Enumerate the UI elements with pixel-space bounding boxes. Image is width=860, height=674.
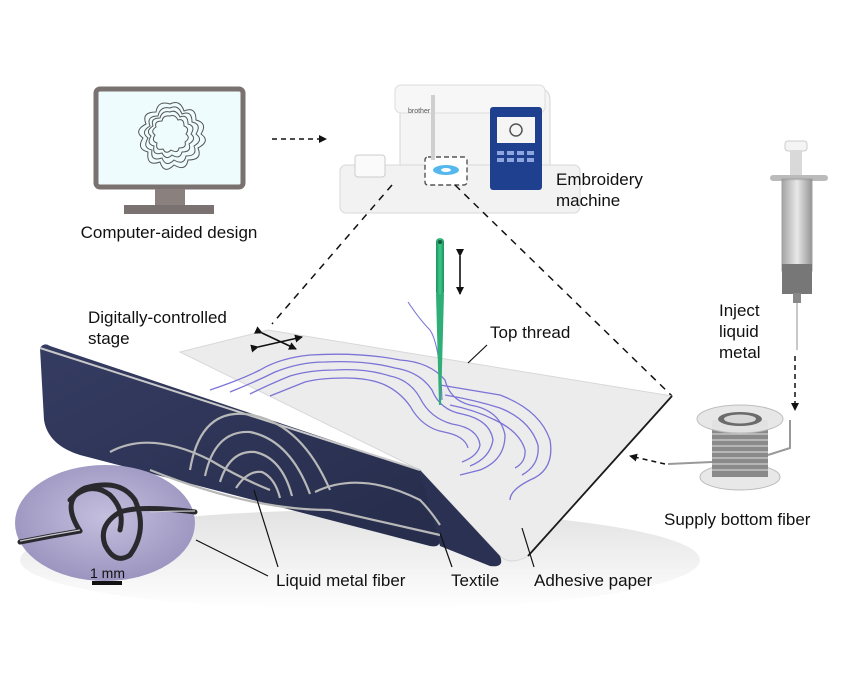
adhesive-paper-leader-line [521,527,535,568]
cad-label: Computer-aided design [81,223,258,242]
scale-bar-label: 1 mm [90,565,125,581]
machine-label-line1: Embroidery [556,170,643,189]
inject-label-line1: Inject [719,301,760,320]
inset-leader-line [195,539,269,577]
machine-brand-label: brother [408,108,431,115]
textile [40,344,440,547]
inject-label-line2: liquid [719,322,759,341]
stage-label-line1: Digitally-controlled [88,308,227,327]
textile-label: Textile [451,571,499,590]
knot-inset [15,465,198,585]
embroidery-machine-icon: brother [339,84,581,214]
fiber-spool-icon [667,404,791,491]
syringe-icon [770,140,828,350]
machine-label-line2: machine [556,191,620,210]
liquid-metal-fiber-label: Liquid metal fiber [276,571,406,590]
xy-movement-arrows-icon [250,326,303,353]
projection-line-right [454,184,673,397]
stage-label-line2: stage [88,329,130,348]
adhesive-paper-label: Adhesive paper [534,571,652,590]
liquid-metal-fiber-pattern [109,412,441,537]
top-thread-pattern [209,353,552,501]
liquid-metal-fiber-leader-line [253,489,279,568]
supply-label: Supply bottom fiber [664,510,811,529]
supply-arrow [629,453,666,465]
flower-pattern-icon [138,102,206,170]
needle-icon [407,238,444,405]
textile-leader-line [439,532,453,568]
inject-label-line3: metal [719,343,761,362]
top-thread-leader-line [467,344,488,364]
top-thread-label: Top thread [490,323,570,342]
monitor-icon [93,86,246,214]
projection-line-left [271,184,393,325]
